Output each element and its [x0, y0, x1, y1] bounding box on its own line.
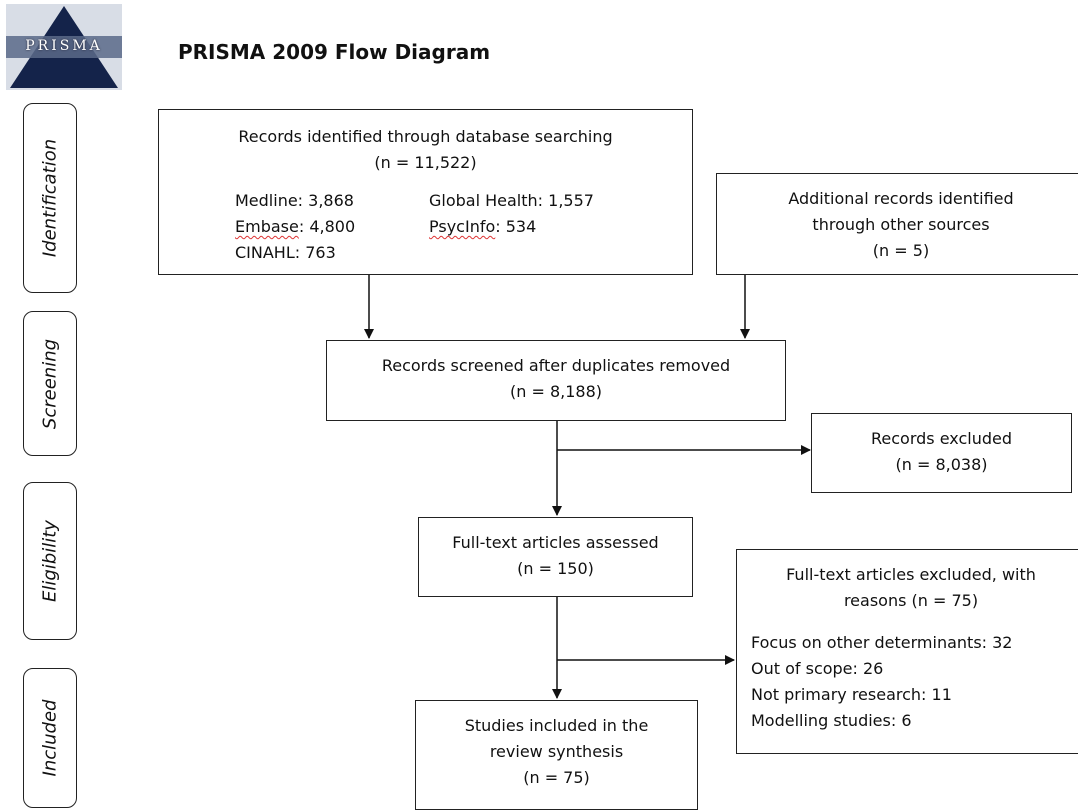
- studies-included-line1: Studies included in the: [464, 716, 649, 735]
- fulltext-excluded-line1: Full-text articles excluded, with: [786, 565, 1036, 584]
- embase-value: : 4,800: [298, 217, 356, 236]
- stage-eligibility: Eligibility: [23, 482, 77, 640]
- additional-records-line2: through other sources: [812, 215, 990, 234]
- list-item: Modelling studies: 6: [751, 711, 912, 730]
- fulltext-excluded-line2: reasons (n = 75): [843, 591, 979, 610]
- psycinfo-count: PsycInfo: 534: [429, 214, 594, 240]
- records-screened-title: Records screened after duplicates remove…: [381, 356, 731, 375]
- source-col-2: Global Health: 1,557 PsycInfo: 534: [429, 188, 594, 240]
- prisma-logo: PRISMA: [6, 4, 122, 90]
- additional-records-box: Additional records identified through ot…: [716, 173, 1078, 275]
- records-screened-n: (n = 8,188): [509, 382, 602, 401]
- medline-count: Medline: 3,868: [235, 191, 354, 210]
- fulltext-assessed-box: Full-text articles assessed (n = 150): [418, 517, 693, 597]
- global-health-count: Global Health: 1,557: [429, 191, 594, 210]
- stage-screening: Screening: [23, 311, 77, 456]
- studies-included-n: (n = 75): [523, 768, 590, 787]
- records-excluded-title: Records excluded: [871, 429, 1012, 448]
- exclusion-reasons-list: Focus on other determinants: 32 Out of s…: [751, 630, 1012, 734]
- fulltext-excluded-box: Full-text articles excluded, with reason…: [736, 549, 1078, 754]
- records-screened-box: Records screened after duplicates remove…: [326, 340, 786, 421]
- studies-included-line2: review synthesis: [489, 742, 624, 761]
- cinahl-count: CINAHL: 763: [235, 243, 336, 262]
- records-identified-title: Records identified through database sear…: [238, 127, 613, 146]
- list-item: Not primary research: 11: [751, 685, 952, 704]
- records-identified-n: (n = 11,522): [374, 153, 477, 172]
- fulltext-assessed-n: (n = 150): [517, 559, 594, 578]
- additional-records-n: (n = 5): [872, 241, 930, 260]
- page-title: PRISMA 2009 Flow Diagram: [178, 40, 491, 64]
- records-excluded-n: (n = 8,038): [895, 455, 988, 474]
- studies-included-box: Studies included in the review synthesis…: [415, 700, 698, 810]
- list-item: Focus on other determinants: 32: [751, 633, 1013, 652]
- logo-text: PRISMA: [25, 38, 103, 54]
- source-col-1: Medline: 3,868 Embase: 4,800 CINAHL: 763: [235, 188, 355, 266]
- list-item: Out of scope: 26: [751, 659, 884, 678]
- stage-identification: Identification: [23, 103, 77, 293]
- records-identified-box: Records identified through database sear…: [158, 109, 693, 275]
- additional-records-line1: Additional records identified: [788, 189, 1014, 208]
- embase-count: Embase: 4,800: [235, 214, 355, 240]
- embase-label: Embase: [235, 217, 299, 236]
- records-excluded-box: Records excluded (n = 8,038): [811, 413, 1072, 493]
- fulltext-assessed-title: Full-text articles assessed: [452, 533, 659, 552]
- psycinfo-label: PsycInfo: [429, 217, 496, 236]
- psycinfo-value: : 534: [495, 217, 537, 236]
- stage-included: Included: [23, 668, 77, 808]
- pyramid-logo-icon: [6, 6, 122, 88]
